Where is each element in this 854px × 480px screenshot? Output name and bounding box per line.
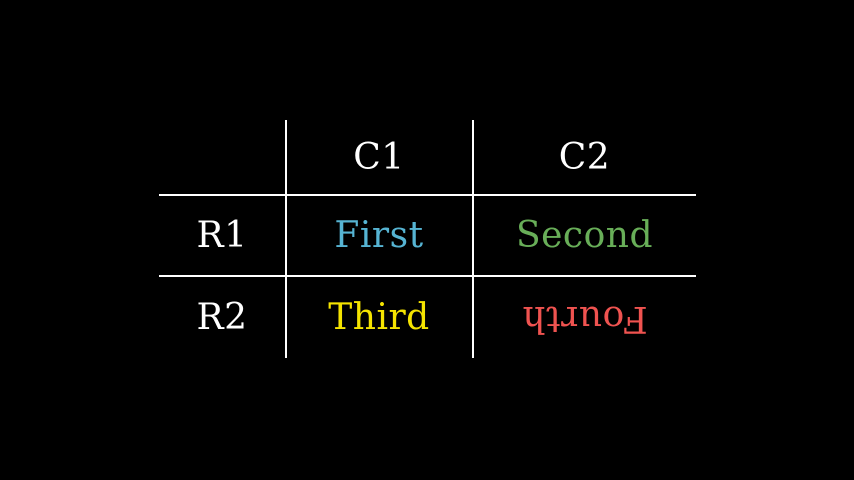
grid-vertical-line-2	[472, 120, 474, 358]
row-header-r1: R1	[196, 214, 248, 256]
grid-vertical-line-1	[285, 120, 287, 358]
table-cell-r1-c1: First	[334, 214, 424, 256]
row-header-r2: R2	[196, 296, 248, 338]
table-cell-r2-c2-rotated-text: Fourth	[521, 297, 648, 339]
column-header-c1: C1	[353, 136, 405, 178]
table-cell-r2-c1: Third	[328, 296, 430, 338]
table-cell-r1-c2: Second	[515, 214, 654, 256]
grid-horizontal-line-1	[159, 194, 696, 196]
column-header-c2: C2	[558, 136, 611, 178]
table-cell-r2-c2: Fourth	[473, 277, 696, 358]
grid-horizontal-line-2	[159, 275, 696, 277]
